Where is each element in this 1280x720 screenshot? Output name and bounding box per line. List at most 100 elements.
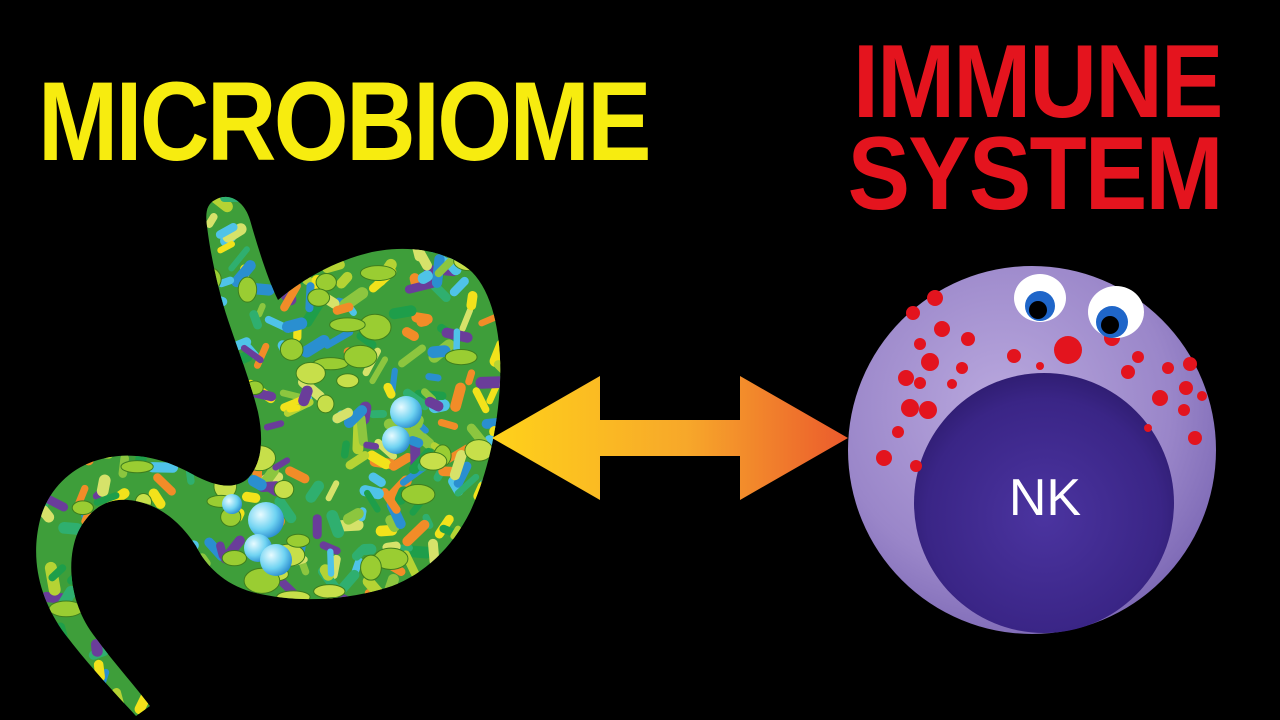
round-bacterium: [464, 439, 494, 462]
bacterium: [409, 425, 435, 450]
bacterium: [36, 299, 47, 314]
bacterium: [256, 608, 276, 637]
bacterium: [416, 316, 431, 327]
bacterium: [160, 226, 180, 239]
bacterium: [197, 354, 220, 381]
bacterium: [59, 399, 75, 413]
bacterium: [54, 315, 80, 343]
bacterium: [204, 663, 219, 683]
bacterium: [255, 302, 266, 318]
bacterium: [255, 196, 265, 223]
round-bacterium: [295, 361, 326, 385]
bacterium: [160, 304, 178, 320]
round-bacterium: [327, 668, 348, 686]
bacterium: [299, 259, 313, 273]
round-bacterium: [383, 234, 421, 248]
bacterium: [72, 378, 91, 396]
bacterium: [317, 688, 346, 700]
bacterium: [238, 700, 254, 716]
bacterium: [36, 619, 41, 647]
bacterium: [228, 246, 250, 272]
bacterium: [480, 202, 494, 219]
bacterium: [231, 260, 256, 288]
bacterium: [298, 385, 313, 407]
bacterium: [143, 684, 177, 699]
bacterium: [46, 325, 70, 344]
bacterium: [491, 560, 501, 575]
round-bacterium: [89, 593, 118, 610]
bacterium: [109, 528, 124, 540]
bacterium: [335, 622, 356, 635]
bacterium: [207, 295, 221, 310]
bacterium: [449, 450, 467, 481]
bacterium: [48, 335, 63, 349]
bacterium: [246, 604, 263, 632]
bacterium: [93, 276, 125, 284]
bacterium: [95, 583, 116, 606]
bacterium: [406, 591, 419, 604]
bacterium: [374, 633, 394, 649]
bacterium: [454, 473, 480, 497]
bacterium: [152, 626, 176, 642]
bacterium: [98, 589, 126, 605]
bacterium: [260, 223, 272, 247]
bacterium: [493, 360, 501, 375]
round-bacterium: [481, 472, 501, 494]
bacterium: [281, 244, 296, 270]
bacterium: [498, 666, 501, 691]
round-bacterium: [166, 630, 196, 655]
bacterium: [64, 233, 79, 262]
bacterium: [139, 297, 162, 319]
bacterium: [118, 374, 150, 391]
bacterium: [36, 216, 57, 229]
round-bacterium: [132, 416, 156, 430]
round-bacterium: [329, 317, 366, 333]
bacterium: [153, 196, 175, 210]
bacterium: [466, 291, 478, 311]
bacterium: [97, 207, 112, 230]
round-bacterium: [189, 434, 218, 456]
bacterium: [78, 298, 97, 317]
bacterium: [154, 339, 186, 351]
bacterium: [283, 613, 297, 635]
round-bacterium: [453, 251, 485, 272]
bacterium: [141, 509, 163, 521]
bacterium: [117, 397, 143, 417]
bacterium: [186, 400, 205, 409]
bacterium: [285, 466, 310, 484]
bacterium: [392, 210, 413, 239]
bacterium: [96, 431, 110, 453]
round-bacterium: [219, 379, 244, 407]
bacterium: [328, 672, 343, 685]
bacterium: [274, 496, 297, 524]
bacterium: [363, 693, 385, 716]
bacterium: [88, 394, 115, 416]
bacterium: [334, 653, 359, 682]
bacterium: [380, 598, 404, 614]
bacterium: [175, 241, 182, 258]
bacterium: [103, 625, 122, 653]
bacterium: [351, 546, 367, 561]
bacterium: [202, 346, 213, 368]
round-bacterium: [439, 595, 470, 612]
bacterium: [355, 673, 370, 686]
bacterium: [148, 488, 166, 509]
bacterium: [407, 436, 424, 448]
bacterium: [180, 368, 204, 399]
bacterium: [208, 613, 227, 639]
bacterium: [433, 598, 459, 620]
bacterium: [473, 548, 488, 564]
bacterium: [213, 655, 233, 675]
round-bacterium: [57, 441, 86, 463]
bacterium: [402, 388, 430, 411]
bacterium: [300, 246, 310, 280]
bacterium: [36, 626, 51, 657]
bacterium: [388, 305, 417, 320]
bacterium: [491, 290, 501, 304]
bacterium: [456, 631, 480, 655]
bacterium: [420, 681, 428, 714]
round-bacterium: [98, 274, 119, 291]
bacterium: [171, 411, 185, 426]
bacterium: [424, 396, 444, 412]
